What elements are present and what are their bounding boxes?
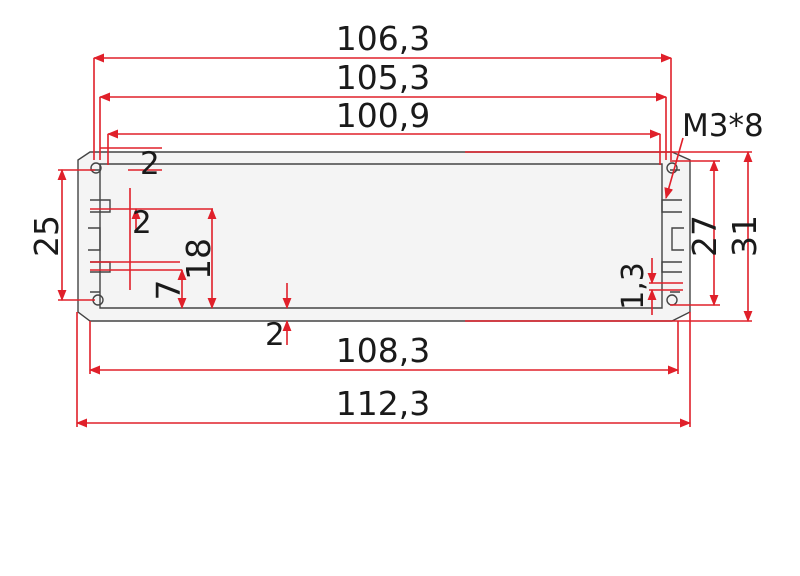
dim-label-31: 31 xyxy=(725,215,764,257)
bottom-dimensions: 108,3 112,3 xyxy=(75,312,692,428)
dim-label-18: 18 xyxy=(179,238,218,280)
right-top-screw-boss xyxy=(666,162,678,174)
dim-label-1-3: 1,3 xyxy=(616,262,651,310)
thread-leader xyxy=(664,137,684,200)
dim-label-100-9: 100,9 xyxy=(336,96,430,135)
left-dimensions: 25 2 2 18 7 xyxy=(27,146,218,310)
inner-cavity xyxy=(99,163,663,309)
thread-callout: M3*8 xyxy=(664,108,764,200)
dim-label-bottom-wall: 2 xyxy=(265,317,285,353)
right-dimensions: 31 27 1,3 xyxy=(465,150,764,323)
right-rail-bottom xyxy=(661,261,682,293)
left-top-screw-boss xyxy=(90,162,102,174)
dim-label-112-3: 112,3 xyxy=(336,384,430,423)
dim-label-27: 27 xyxy=(685,215,724,257)
dim-label-7: 7 xyxy=(149,280,188,301)
dim-label-106-3: 106,3 xyxy=(336,19,430,58)
bottom-wall-dimension: 2 xyxy=(265,283,292,353)
thread-label: M3*8 xyxy=(682,108,764,144)
right-rail-top xyxy=(661,169,684,251)
dim-label-rail: 2 xyxy=(132,205,152,241)
dim-label-105-3: 105,3 xyxy=(336,58,430,97)
dim-label-wall-top: 2 xyxy=(140,146,160,182)
top-dimensions: 106,3 105,3 100,9 xyxy=(92,19,673,165)
dim-label-108-3: 108,3 xyxy=(336,331,430,370)
dim-label-25: 25 xyxy=(27,215,66,257)
